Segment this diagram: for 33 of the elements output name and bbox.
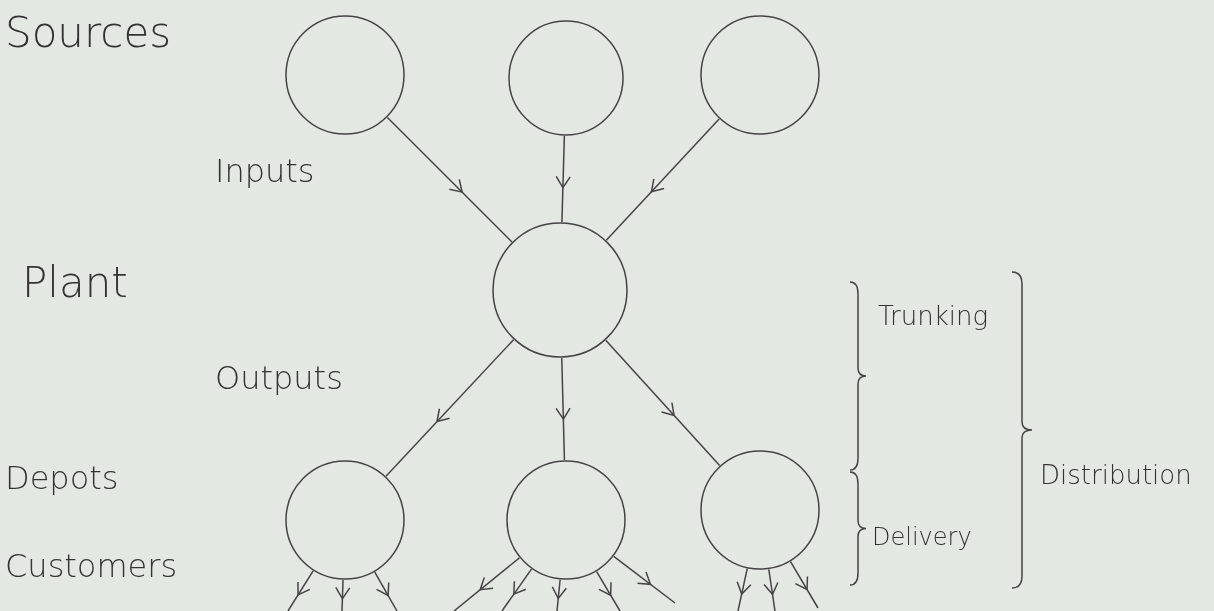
diagram-label: Customers xyxy=(5,550,178,582)
circle xyxy=(285,15,405,135)
diagram-label: Plant xyxy=(22,262,128,304)
arrow xyxy=(501,568,533,611)
diagram-label: Distribution xyxy=(1040,462,1192,488)
arrow xyxy=(335,579,351,611)
diagram-label: Inputs xyxy=(215,155,315,187)
arrow xyxy=(736,567,752,611)
circle xyxy=(700,15,820,135)
diagram-label: Outputs xyxy=(215,362,343,394)
circle xyxy=(506,460,626,580)
arrow xyxy=(551,578,568,611)
circle xyxy=(700,450,820,570)
arrow xyxy=(605,339,721,467)
arrow xyxy=(605,118,720,241)
arrow xyxy=(613,555,676,604)
arrow xyxy=(595,570,621,611)
arrow xyxy=(374,571,398,611)
circle xyxy=(285,460,405,580)
circle xyxy=(508,20,624,136)
arrow xyxy=(385,338,515,477)
diagram-label: Depots xyxy=(5,462,119,494)
diagram-label: Sources xyxy=(5,12,172,54)
arrow xyxy=(386,116,513,243)
arrow xyxy=(453,557,521,611)
circle xyxy=(492,222,628,358)
arrow xyxy=(287,570,314,611)
arrow xyxy=(763,568,779,611)
diagram-label: Delivery xyxy=(872,525,972,549)
arrow xyxy=(555,135,571,223)
diagram-label: Trunking xyxy=(878,303,989,329)
arrow xyxy=(555,357,571,461)
arrow xyxy=(789,560,819,609)
